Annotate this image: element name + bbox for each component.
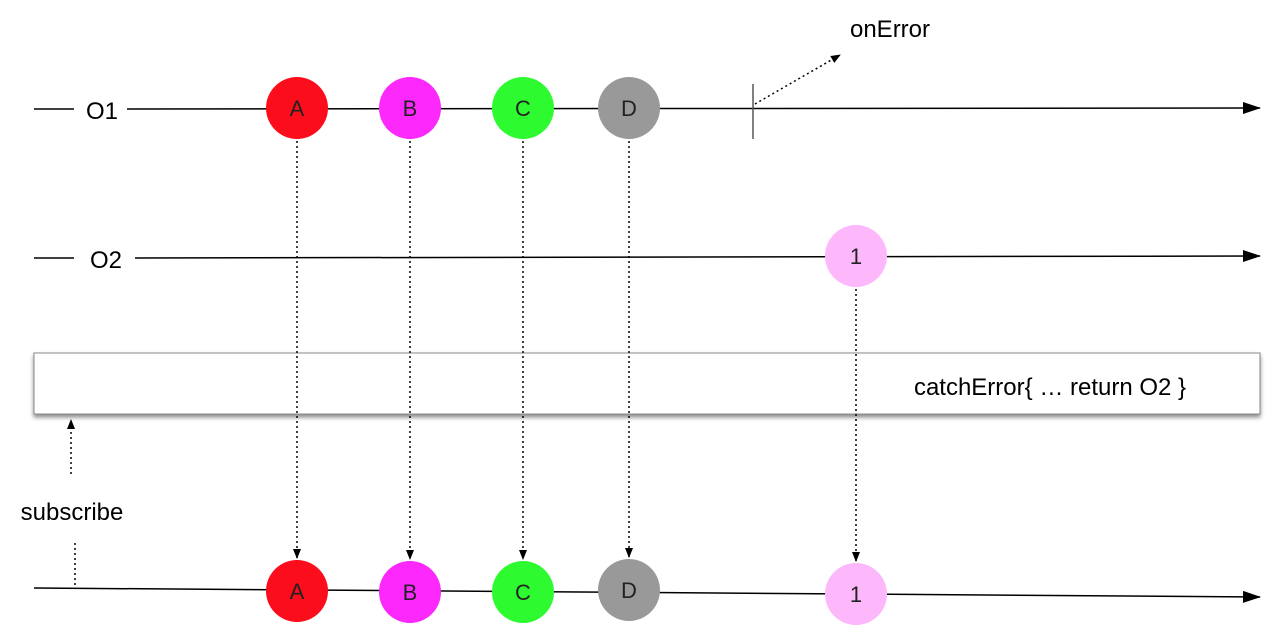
result-marble-label: A <box>290 579 305 604</box>
subscribe-group: subscribe <box>21 419 124 588</box>
o2-marbles: 1 <box>825 225 887 287</box>
operator-label: catchError{ … return O2 } <box>914 374 1186 401</box>
o1-marble: C <box>492 77 554 139</box>
o1-marble-circle <box>598 77 660 139</box>
o2-line <box>134 250 1261 263</box>
result-marble-circle <box>379 561 441 623</box>
result-timeline: A B C D 1 <box>33 141 1261 625</box>
o2-marble-label: 1 <box>850 244 862 269</box>
result-marble: C <box>492 561 554 623</box>
result-marble: D <box>598 559 660 621</box>
result-marble-label: D <box>621 578 637 603</box>
operator-box: catchError{ … return O2 } <box>33 352 1261 415</box>
result-marble: A <box>266 560 328 622</box>
o2-label: O2 <box>90 247 122 274</box>
o2-timeline: O2 1 <box>34 225 1261 287</box>
o1-marble-label: A <box>290 96 305 121</box>
result-marble: 1 <box>825 563 887 625</box>
o1-label: O1 <box>86 98 118 125</box>
result-marble-circle <box>492 561 554 623</box>
result-marble-circle <box>825 563 887 625</box>
o2-marble-circle <box>825 225 887 287</box>
result-marbles: A B C D 1 <box>266 559 887 625</box>
o1-marble: B <box>379 77 441 139</box>
result-marble-circle <box>598 559 660 621</box>
result-marble: B <box>379 561 441 623</box>
result-marble-label: 1 <box>850 582 862 607</box>
o1-marble-circle <box>266 77 328 139</box>
o1-marbles: A B C D <box>266 77 660 139</box>
o1-marble-label: D <box>621 96 637 121</box>
error-arrow <box>754 54 841 105</box>
result-marble-label: C <box>515 580 531 605</box>
o1-marble-circle <box>492 77 554 139</box>
o1-timeline: O1 onError A B C D <box>34 16 1261 139</box>
o1-marble: A <box>266 77 328 139</box>
subscribe-label: subscribe <box>21 499 124 526</box>
result-marble-circle <box>266 560 328 622</box>
projection-arrows <box>293 141 860 562</box>
o2-marble: 1 <box>825 225 887 287</box>
o1-marble: D <box>598 77 660 139</box>
on-error-label: onError <box>850 16 930 43</box>
operator-rect <box>33 352 1261 415</box>
result-marble-label: B <box>403 580 418 605</box>
o1-marble-label: C <box>515 96 531 121</box>
o1-marble-label: B <box>403 96 418 121</box>
o1-marble-circle <box>379 77 441 139</box>
